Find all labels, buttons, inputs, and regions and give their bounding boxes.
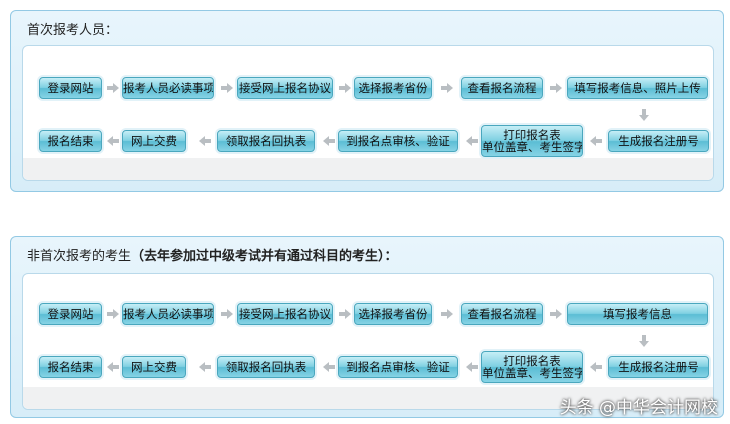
print-form-line1: 打印报名表 (503, 354, 561, 368)
returning-panel: 非首次报考的考生（去年参加过中级考试并有通过科目的考生）： 登录网站 报考人员必… (10, 236, 724, 418)
step-accept-agreement: 接受网上报名协议 (237, 303, 333, 325)
arrow-right-icon (339, 83, 351, 93)
arrow-left-icon (107, 362, 119, 372)
step-view-process: 查看报名流程 (461, 77, 543, 99)
step-login: 登录网站 (39, 303, 102, 325)
flow-box-footer (23, 387, 713, 409)
step-pay-online: 网上交费 (122, 356, 186, 378)
step-verify: 到报名点审核、验证 (338, 130, 458, 152)
step-receipt: 领取报名回执表 (217, 356, 315, 378)
arrow-left-icon (107, 136, 119, 146)
arrow-left-icon (323, 136, 335, 146)
panel-title-note: （去年参加过中级考试并有通过科目的考生）： (131, 249, 398, 264)
arrow-right-icon (441, 309, 453, 319)
arrow-right-icon (107, 83, 119, 93)
step-print-form: 打印报名表 单位盖章、考生签字 (481, 351, 583, 383)
print-form-line2: 单位盖章、考生签字 (482, 140, 583, 154)
arrow-down-icon (639, 109, 649, 121)
step-accept-agreement: 接受网上报名协议 (237, 77, 333, 99)
step-print-form: 打印报名表 单位盖章、考生签字 (481, 125, 583, 157)
step-end: 报名结束 (39, 130, 102, 152)
flow-box-footer (23, 158, 713, 180)
arrow-right-icon (550, 83, 562, 93)
step-register-number: 生成报名注册号 (608, 130, 709, 152)
first-time-panel: 首次报考人员： 登录网站 报考人员必读事项 接受网上报名协议 选择报考省份 查看… (10, 10, 724, 192)
arrow-left-icon (590, 362, 602, 372)
flow-box: 登录网站 报考人员必读事项 接受网上报名协议 选择报考省份 查看报名流程 填写报… (22, 273, 714, 410)
arrow-left-icon (466, 136, 478, 146)
arrow-right-icon (441, 83, 453, 93)
arrow-down-icon (639, 335, 649, 347)
step-fill-info: 填写报考信息、照片上传 (567, 77, 708, 99)
step-end: 报名结束 (39, 356, 102, 378)
step-receipt: 领取报名回执表 (217, 130, 315, 152)
step-select-province: 选择报考省份 (354, 303, 432, 325)
print-form-line1: 打印报名表 (503, 128, 561, 142)
panel-title-main: 非首次报考的考生 (27, 249, 132, 264)
arrow-left-icon (199, 136, 211, 146)
arrow-right-icon (339, 309, 351, 319)
watermark: 头条 @中华会计网校 (559, 398, 718, 418)
panel-title: 首次报考人员： (27, 23, 119, 38)
arrow-right-icon (221, 309, 233, 319)
step-view-process: 查看报名流程 (461, 303, 543, 325)
arrow-right-icon (107, 309, 119, 319)
arrow-left-icon (590, 136, 602, 146)
flow-box: 登录网站 报考人员必读事项 接受网上报名协议 选择报考省份 查看报名流程 填写报… (22, 45, 714, 181)
step-pay-online: 网上交费 (122, 130, 186, 152)
panel-title: 非首次报考的考生（去年参加过中级考试并有通过科目的考生）： (27, 245, 398, 264)
step-fill-info: 填写报考信息 (567, 303, 708, 325)
arrow-right-icon (550, 309, 562, 319)
arrow-left-icon (199, 362, 211, 372)
step-select-province: 选择报考省份 (354, 77, 432, 99)
step-login: 登录网站 (39, 77, 102, 99)
print-form-line2: 单位盖章、考生签字 (482, 366, 583, 380)
step-read-notice: 报考人员必读事项 (122, 303, 214, 325)
arrow-left-icon (323, 362, 335, 372)
arrow-right-icon (221, 83, 233, 93)
step-verify: 到报名点审核、验证 (338, 356, 458, 378)
step-register-number: 生成报名注册号 (608, 356, 709, 378)
step-read-notice: 报考人员必读事项 (122, 77, 214, 99)
arrow-left-icon (466, 362, 478, 372)
